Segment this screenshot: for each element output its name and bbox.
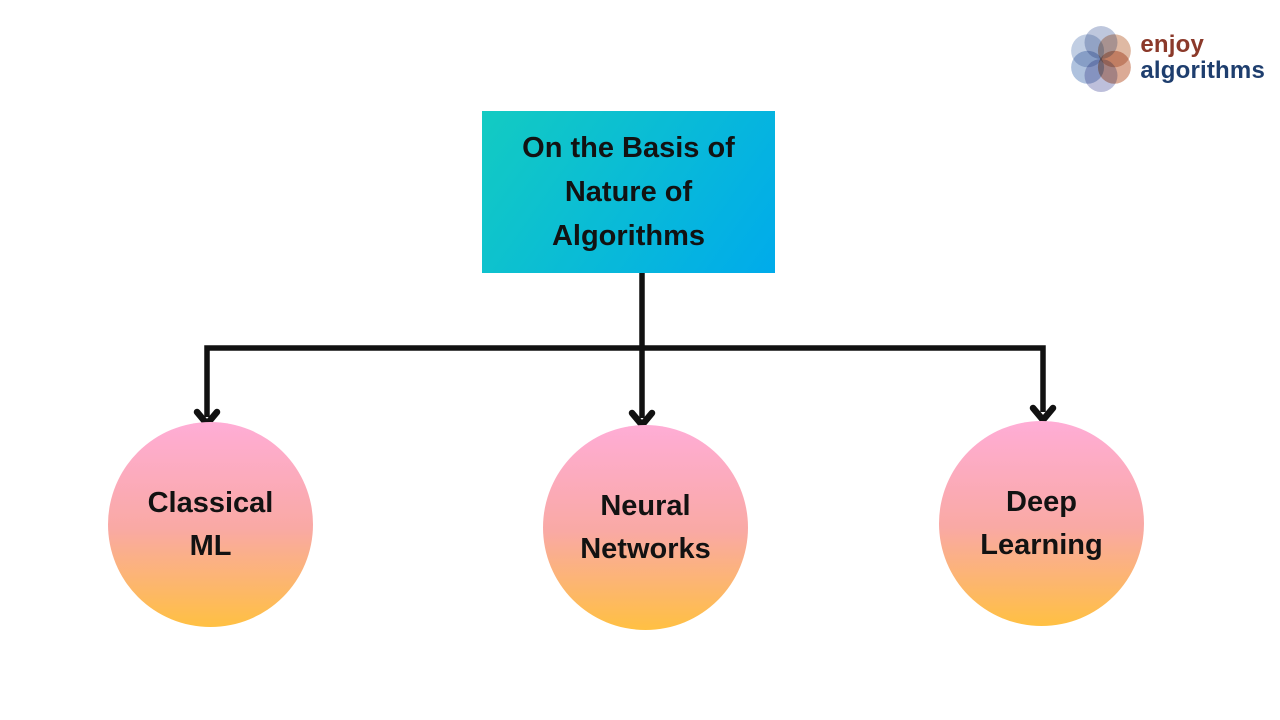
connector-rail — [204, 345, 1046, 417]
node-classical-ml: Classical ML — [108, 422, 313, 627]
node-deep-learning: Deep Learning — [939, 421, 1144, 626]
root-node-nature-of-algorithms: On the Basis of Nature of Algorithms — [482, 111, 775, 273]
root-title-line: Algorithms — [551, 220, 706, 252]
node-neural-networks: Neural Networks — [543, 425, 748, 630]
arrowhead-middle-icon — [628, 409, 656, 429]
brand-name-enjoy: enjoy — [1140, 31, 1204, 58]
node-label-line: Neural — [600, 489, 691, 522]
root-title-line: On the Basis of — [522, 132, 735, 164]
node-label-line: ML — [189, 529, 232, 562]
logo-flower-icon — [1071, 26, 1132, 92]
node-label-line: Deep — [1006, 485, 1077, 518]
node-label-line: Classical — [147, 486, 274, 519]
node-label-line: Learning — [980, 528, 1103, 561]
brand-wordmark: enjoy algorithms — [1140, 32, 1265, 84]
node-label-line: Networks — [580, 532, 711, 565]
brand-name-algorithms: algorithms — [1140, 57, 1265, 84]
arrowhead-right-icon — [1029, 404, 1057, 424]
brand-logo: enjoy algorithms — [1070, 24, 1265, 92]
root-title-line: Nature of — [564, 176, 693, 208]
